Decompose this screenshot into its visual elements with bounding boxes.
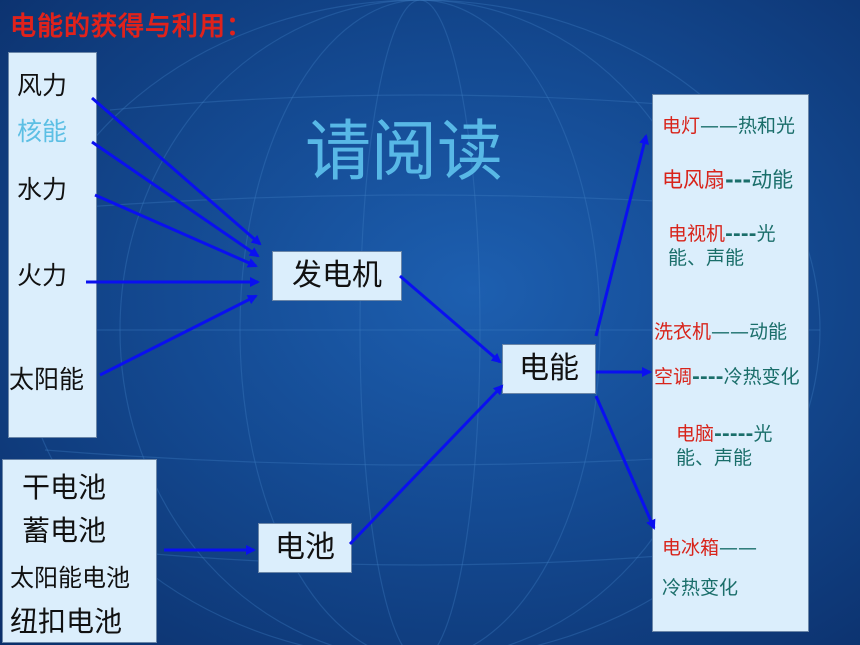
arrow-generator-to-electric — [399, 274, 502, 364]
battery-button-cell: 纽扣电池 — [10, 605, 123, 638]
battery-solar-cell: 太阳能电池 — [10, 564, 130, 592]
use-refrigerator: 电冰箱——冷热变化 — [662, 537, 758, 599]
battery-storage: 蓄电池 — [22, 514, 107, 547]
arrow-hydro-to-generator — [94, 193, 258, 268]
source-thermal: 火力 — [17, 261, 68, 290]
page-title: 电能的获得与利用： — [10, 12, 254, 42]
source-wind: 风力 — [17, 71, 68, 100]
generator-node: 发电机 — [272, 251, 402, 301]
source-solar: 太阳能 — [9, 365, 85, 394]
use-washing-machine: 洗衣机——动能 — [654, 321, 788, 343]
arrow-wind-to-generator — [91, 96, 262, 246]
use-electric-lamp: 电灯——热和光 — [662, 115, 796, 137]
read-heading: 请阅读 — [305, 113, 503, 190]
battery-dry-cell: 干电池 — [22, 471, 107, 504]
use-air-conditioner: 空调----冷热变化 — [654, 366, 800, 388]
electric-energy-node: 电能 — [502, 344, 596, 394]
use-television: 电视机----光能、声能 — [668, 223, 776, 269]
use-computer: 电脑-----光能、声能 — [676, 423, 773, 469]
arrow-electric-to-bottom — [594, 395, 656, 530]
source-hydro: 水力 — [17, 175, 68, 204]
source-nuclear: 核能 — [17, 117, 68, 146]
appliance-uses-panel — [652, 94, 809, 632]
energy-sources-panel — [8, 52, 97, 438]
battery-node: 电池 — [258, 523, 352, 573]
arrow-battery-to-electric — [348, 384, 504, 546]
arrow-nuclear-to-generator — [91, 140, 260, 258]
arrow-electric-to-top — [594, 134, 649, 337]
battery-types-panel — [2, 459, 157, 643]
arrow-solar-to-generator — [99, 294, 258, 377]
use-electric-fan: 电风扇---动能 — [662, 168, 794, 192]
